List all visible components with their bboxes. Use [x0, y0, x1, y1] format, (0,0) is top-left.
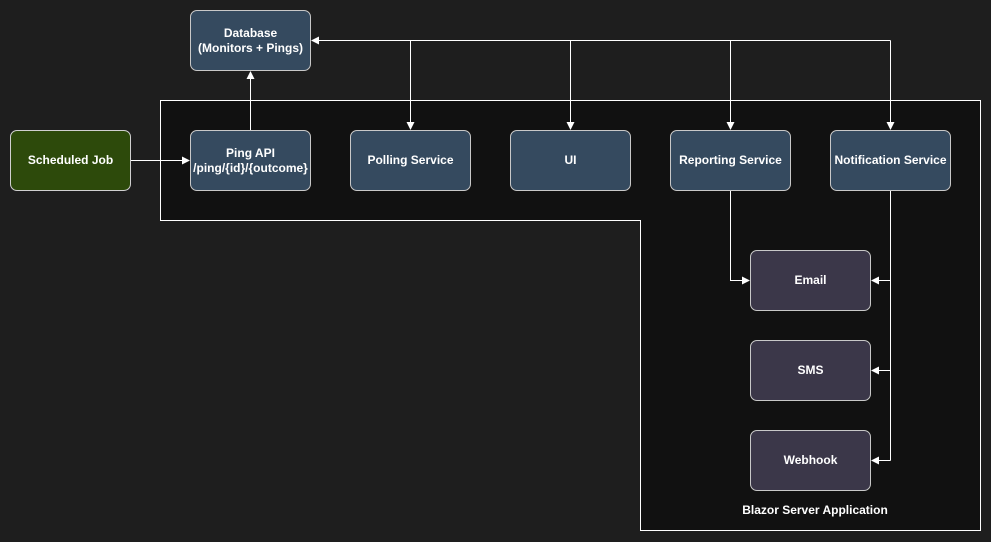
application-boundary — [160, 100, 981, 531]
ping-api-node[interactable]: Ping API /ping/{id}/{outcome} — [190, 130, 311, 191]
notification-service-node[interactable]: Notification Service — [830, 130, 951, 191]
database-node[interactable]: Database (Monitors + Pings) — [190, 10, 311, 71]
edge-reporting-service-to-email — [730, 190, 750, 285]
ui-node[interactable]: UI — [510, 130, 631, 191]
polling-service-node[interactable]: Polling Service — [350, 130, 471, 191]
email-node[interactable]: Email — [750, 250, 871, 311]
sms-node[interactable]: SMS — [750, 340, 871, 401]
reporting-service-node[interactable]: Reporting Service — [670, 130, 791, 191]
boundary-label: Blazor Server Application — [742, 503, 888, 517]
scheduled-job-node[interactable]: Scheduled Job — [10, 130, 131, 191]
webhook-node[interactable]: Webhook — [750, 430, 871, 491]
